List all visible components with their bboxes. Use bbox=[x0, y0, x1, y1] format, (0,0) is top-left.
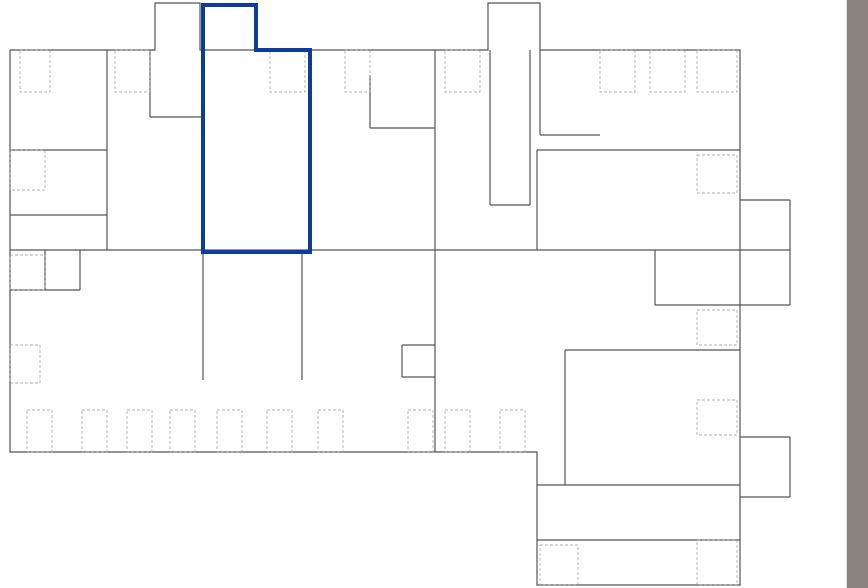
sidebar-panel bbox=[846, 0, 868, 588]
interior-walls bbox=[10, 50, 791, 541]
parking-bays bbox=[9, 49, 738, 586]
selected-suite[interactable] bbox=[201, 3, 312, 254]
building-outline bbox=[9, 2, 741, 586]
